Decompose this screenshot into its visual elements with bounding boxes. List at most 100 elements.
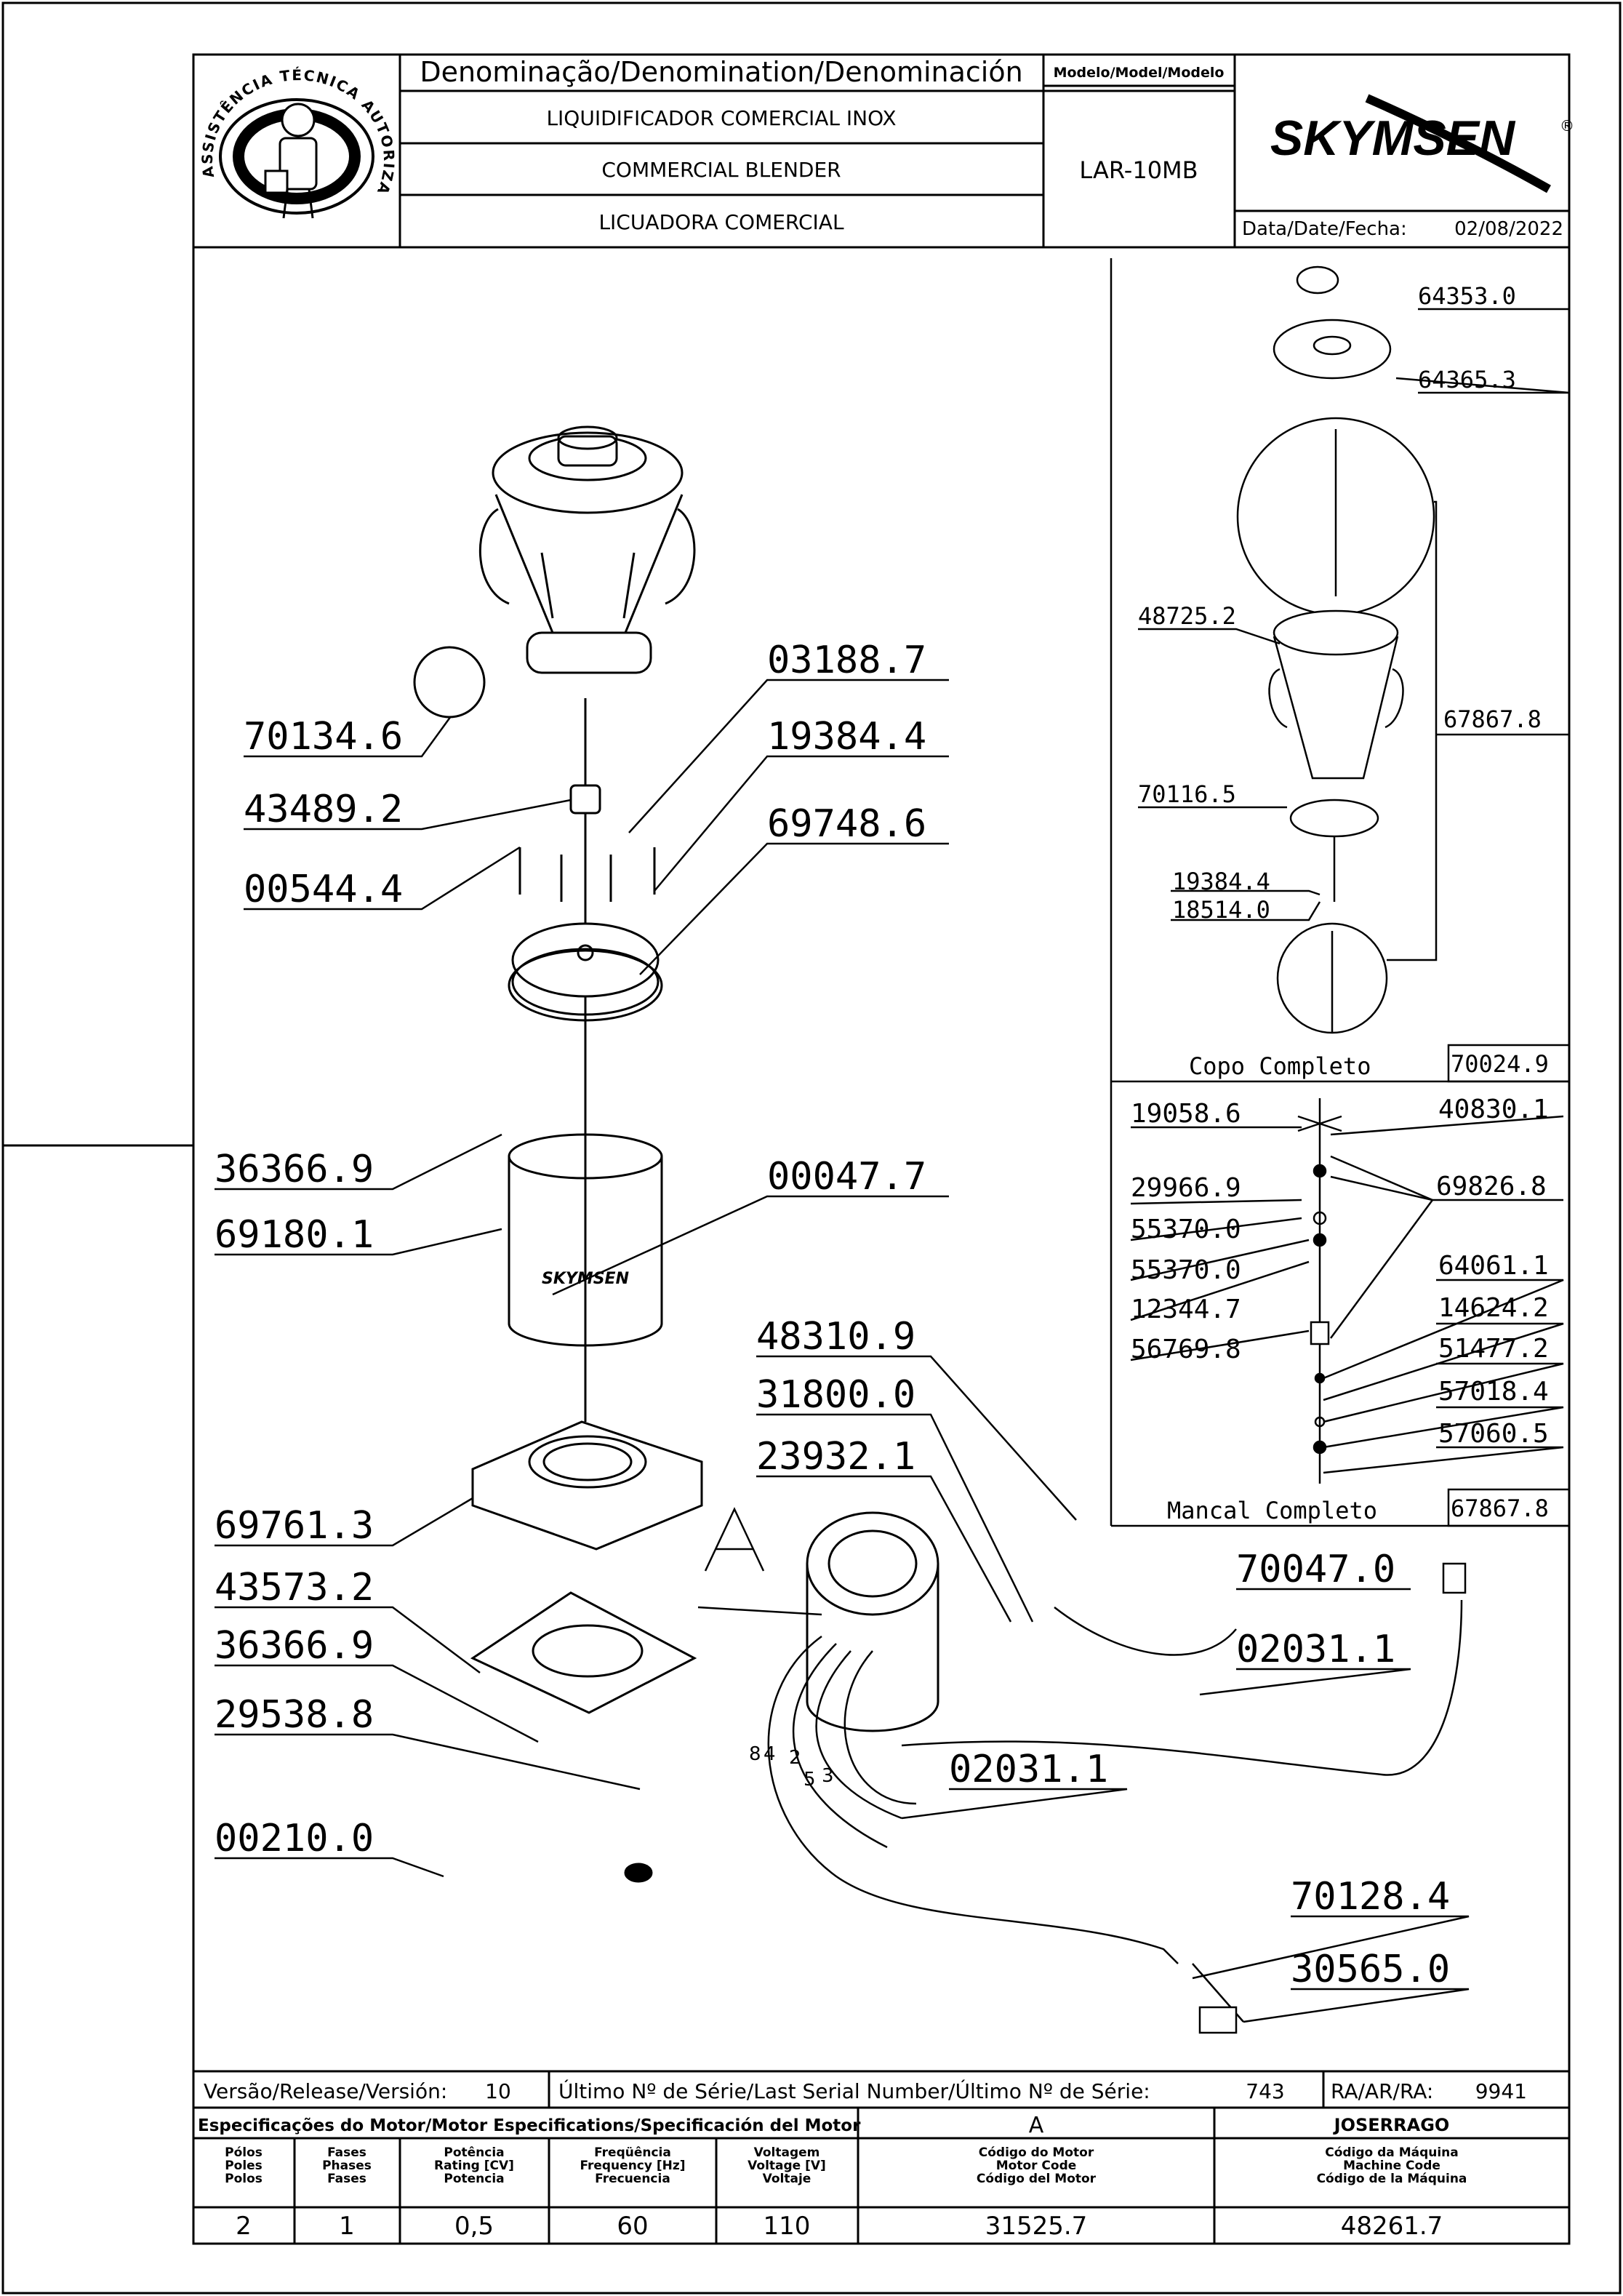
spec-table: Versão/Release/Versión: 10 Último Nº de …: [193, 2070, 1569, 2244]
part-label: 00210.0: [215, 1817, 374, 1860]
col-header: Código do Motor: [979, 2145, 1094, 2160]
part-label: 43573.2: [215, 1566, 374, 1609]
housing-cylinder-drawing: [508, 1133, 663, 1347]
part-label: 02031.1: [949, 1748, 1108, 1791]
mancal-part-label: 64061.1: [1438, 1251, 1549, 1281]
part-label: 36366.9: [215, 1624, 374, 1668]
col-header: Poles: [225, 2159, 263, 2173]
copo-title: Copo Completo: [1189, 1052, 1371, 1080]
authorized-service-stamp: ASSISTÊNCIA TÉCNICA AUTORIZADA: [0, 0, 396, 219]
wire-number: 8: [749, 1743, 761, 1765]
copo-panel: 64353.0 64365.3 48725.2 67867.8 70116.5 …: [1110, 258, 1571, 1527]
wire-number: 3: [822, 1765, 834, 1787]
part-label: 70128.4: [1291, 1875, 1450, 1919]
col-header: Frecuencia: [595, 2172, 670, 2186]
col-header: Rating [CV]: [434, 2159, 514, 2173]
name-pt: LIQUIDIFICADOR COMERCIAL INOX: [546, 106, 896, 130]
copo-part-label: 67867.8: [1443, 705, 1542, 733]
date-label: Data/Date/Fecha:: [1242, 218, 1407, 240]
housing-logo: SKYMSEN: [542, 1270, 629, 1288]
motor-code-value: 31525.7: [985, 2212, 1088, 2241]
col-header: Motor Code: [996, 2159, 1077, 2173]
mancal-title: Mancal Completo: [1167, 1497, 1377, 1524]
col-header: Voltage [V]: [748, 2159, 826, 2173]
serial-value: 743: [1246, 2079, 1284, 2103]
mancal-part-label: 57018.4: [1438, 1377, 1549, 1407]
phases-value: 1: [339, 2212, 355, 2241]
mancal-part-label: 40830.1: [1438, 1095, 1549, 1124]
col-header: Frequency [Hz]: [580, 2159, 685, 2173]
skymsen-logo: SKYMSEN ®: [1270, 94, 1574, 193]
mancal-part-label: 51477.2: [1438, 1334, 1549, 1364]
part-label: 02031.1: [1236, 1628, 1395, 1671]
mancal-part-label: 29966.9: [1131, 1173, 1241, 1203]
part-label: 23932.1: [756, 1435, 915, 1479]
wire-number: 4: [764, 1743, 776, 1765]
serial-label: Último Nº de Série/Last Serial Number/Úl…: [558, 2079, 1150, 2103]
release-value: 10: [485, 2079, 511, 2103]
mancal-part-label: 56769.8: [1131, 1335, 1241, 1364]
title-block: ASSISTÊNCIA TÉCNICA AUTORIZADA Denominaç…: [0, 0, 1574, 249]
brand-name: SKYMSEN: [1270, 111, 1516, 166]
part-label: 03188.7: [767, 639, 926, 682]
machine-code-value: 48261.7: [1341, 2212, 1443, 2241]
part-label: 30565.0: [1291, 1948, 1450, 1991]
wire-number: 2: [789, 1747, 801, 1769]
copo-part-label: 48725.2: [1138, 602, 1236, 630]
col-header: Voltagem: [754, 2145, 820, 2160]
copo-part-label: 70116.5: [1138, 780, 1236, 808]
mancal-part-label: 19058.6: [1131, 1099, 1241, 1129]
ra-label: RA/AR/RA:: [1331, 2079, 1433, 2103]
motor-letter: A: [1029, 2113, 1044, 2138]
col-header: Phases: [322, 2159, 372, 2173]
copo-part-label: 19384.4: [1172, 868, 1270, 895]
main-leader-lines: [215, 679, 1470, 2023]
name-es: LICUADORA COMERCIAL: [598, 210, 843, 234]
exploded-view-main: [413, 425, 1467, 2034]
base-housing-drawing: [471, 1420, 703, 1551]
mancal-part-label: 55370.0: [1131, 1255, 1241, 1285]
part-label: 70134.6: [244, 715, 403, 759]
date-value: 02/08/2022: [1454, 218, 1563, 240]
release-label: Versão/Release/Versión:: [204, 2079, 447, 2103]
part-label: 48310.9: [756, 1315, 915, 1359]
col-header: Potencia: [444, 2172, 504, 2186]
part-label: 70047.0: [1236, 1548, 1395, 1591]
wire-number-labels: 8 4 2 5 3: [749, 1743, 834, 1791]
col-header: Pólos: [225, 2145, 263, 2160]
copo-part-label: 64365.3: [1418, 366, 1516, 393]
technician-icon: [264, 103, 318, 219]
spec-values: 2 1 0,5 60 110 31525.7 48261.7: [236, 2212, 1443, 2241]
mancal-panel: 19058.6 40830.1 29966.9 69826.8 55370.0 …: [1130, 1095, 1564, 1524]
part-label: 36366.9: [215, 1148, 374, 1191]
wire-number: 5: [804, 1769, 816, 1791]
mancal-part-label: 14624.2: [1438, 1293, 1549, 1323]
name-en: COMMERCIAL BLENDER: [601, 158, 841, 182]
flange-drawing: [508, 922, 663, 1022]
model-label: Modelo/Model/Modelo: [1054, 65, 1225, 81]
registered-mark: ®: [1560, 117, 1574, 135]
voltage-value: 110: [764, 2212, 811, 2241]
mancal-code: 67867.8: [1451, 1495, 1549, 1522]
spec-column-headers: Pólos Poles Polos Fases Phases Fases Pot…: [225, 2145, 1467, 2186]
col-header: Polos: [225, 2172, 263, 2186]
col-header: Machine Code: [1343, 2159, 1440, 2173]
ra-value: 9941: [1475, 2079, 1527, 2103]
part-label: 43489.2: [244, 788, 403, 831]
base-plate-drawing: [470, 1591, 697, 1883]
part-label: 19384.4: [767, 715, 926, 759]
part-label: 69180.1: [215, 1213, 374, 1257]
col-header: Freqüência: [594, 2145, 671, 2160]
col-header: Fases: [327, 2145, 366, 2160]
mancal-part-label: 69826.8: [1436, 1172, 1547, 1201]
stamp-text: ASSISTÊNCIA TÉCNICA AUTORIZADA: [0, 0, 396, 198]
model-value: LAR-10MB: [1079, 156, 1198, 184]
motor-drawing: [806, 1511, 939, 1732]
col-header: Potência: [444, 2145, 504, 2160]
frequency-value: 60: [617, 2212, 648, 2241]
rating-value: 0,5: [454, 2212, 494, 2241]
denomination-label: Denominação/Denomination/Denominación: [420, 56, 1022, 88]
part-label: 00544.4: [244, 868, 403, 911]
